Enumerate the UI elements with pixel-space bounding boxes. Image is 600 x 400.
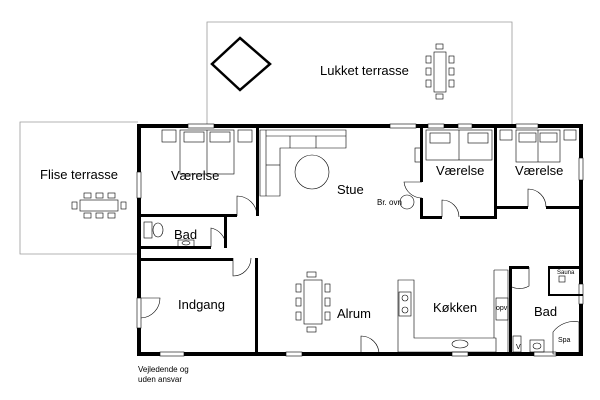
wood-stove-icon — [399, 194, 415, 210]
alrum-dining-table — [295, 271, 331, 333]
room-label-flise-terrasse: Flise terrasse — [40, 167, 118, 182]
tile-terrace-table — [71, 192, 127, 219]
kitchen-counters — [397, 269, 509, 353]
fixture-label-opv: opv — [496, 305, 508, 312]
bedroom-3-beds — [499, 129, 577, 163]
terrace-outlines — [19, 21, 513, 255]
room-label-koekken: Køkken — [433, 300, 477, 315]
bedroom-2-beds — [414, 129, 493, 163]
diamond-feature — [210, 36, 272, 92]
fixture-label-br-ovn: Br. ovn — [377, 198, 402, 207]
room-label-vaerelse-2: Værelse — [436, 163, 484, 178]
bedroom-1-bed — [161, 129, 253, 175]
stue-sofa — [259, 129, 347, 197]
room-label-vaerelse-1: Værelse — [171, 168, 219, 183]
terrace-dining-table — [425, 43, 455, 100]
fixture-label-spa: Spa — [558, 337, 571, 344]
room-label-indgang: Indgang — [178, 297, 225, 312]
room-label-bad-2: Bad — [534, 304, 557, 319]
disclaimer-line-2: uden ansvar — [138, 375, 182, 384]
interior-walls — [141, 128, 583, 356]
room-label-alrum: Alrum — [337, 306, 371, 321]
exterior-walls — [137, 124, 583, 356]
fixture-label-v: V — [516, 344, 521, 351]
room-label-lukket-terrasse: Lukket terrasse — [320, 63, 409, 78]
bath-1-fixtures — [143, 221, 195, 248]
bath-2-fixtures — [512, 275, 580, 355]
disclaimer-line-1: Vejledende og — [138, 365, 189, 374]
room-label-vaerelse-3: Værelse — [515, 163, 563, 178]
coffee-table — [294, 154, 330, 190]
fixture-label-sauna: Sauna — [557, 270, 575, 276]
room-label-bad-1: Bad — [174, 227, 197, 242]
door-swings — [140, 181, 547, 355]
room-label-stue: Stue — [337, 182, 364, 197]
